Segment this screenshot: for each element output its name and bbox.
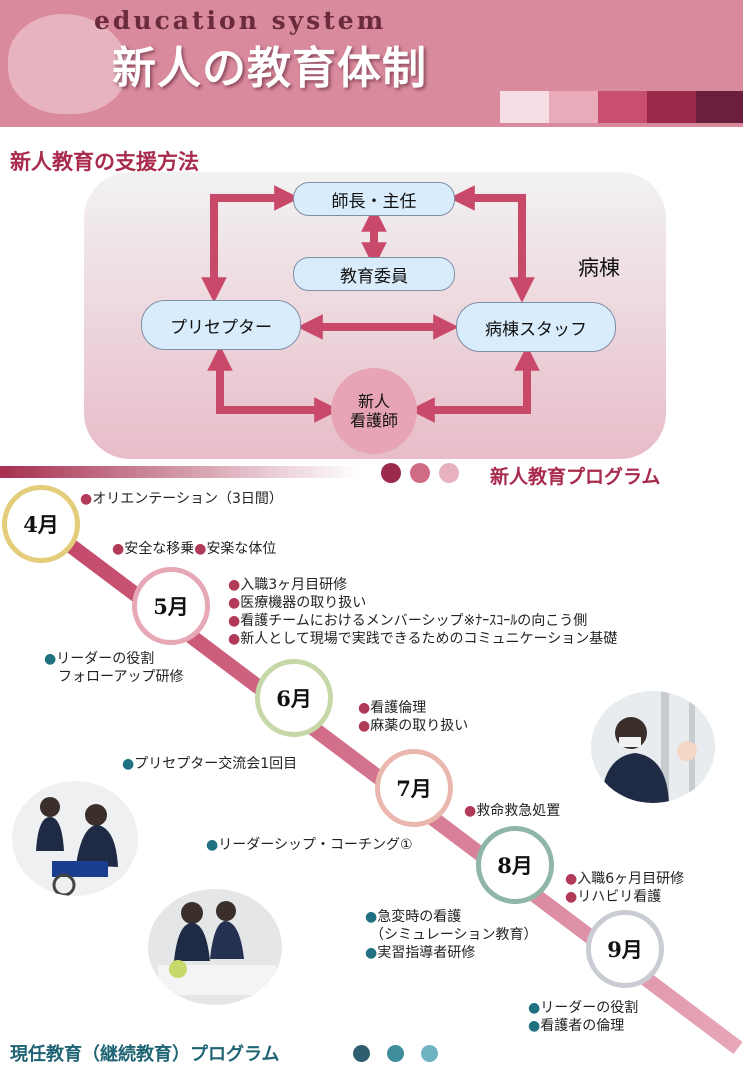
bullet-dot-icon: ●: [206, 837, 219, 853]
bullet-dot-icon: ●: [358, 718, 371, 734]
color-swatch: [696, 91, 743, 123]
ward-label: 病棟: [578, 256, 620, 280]
color-swatch: [549, 91, 598, 123]
bullet-dot-icon: ●: [365, 945, 378, 961]
bullet-dot-icon: ●: [528, 1000, 541, 1016]
circle-dot-icon: [353, 1045, 370, 1062]
list-item: ●救命救急処置: [464, 803, 561, 819]
list-item: ●新人として現場で実践できるためのコミュニケーション基礎: [228, 631, 618, 647]
bullet-dot-icon: ●: [228, 577, 241, 593]
bullet-dot-icon: ●: [565, 871, 578, 887]
support-section-title: 新人教育の支援方法: [10, 150, 199, 174]
box-ward-staff: 病棟スタッフ: [456, 302, 616, 352]
color-swatch: [500, 91, 549, 123]
list-item: ●リハビリ看護: [565, 889, 662, 905]
new-program-title: 新人教育プログラム: [490, 466, 661, 488]
arrow-preceptor-nurse: [207, 345, 340, 423]
decorative-blob: [8, 14, 128, 114]
list-item: ●プリセプター交流会1回目: [122, 756, 298, 772]
list-item: ●麻薬の取り扱い: [358, 718, 469, 734]
new-nurse-circle: 新人 看護師: [331, 368, 417, 454]
list-item: ●オリエンテーション（3日間）: [80, 491, 283, 507]
new-nurse-label-2: 看護師: [349, 411, 398, 430]
list-item: ●リーダーシップ・コーチング①: [206, 837, 413, 853]
color-swatch: [647, 91, 696, 123]
page-title: 新人の教育体制: [112, 43, 427, 94]
month-august: 8月: [476, 826, 554, 904]
month-september: 9月: [586, 910, 664, 988]
month-june: 6月: [255, 659, 333, 737]
circle-dot-icon: [381, 463, 401, 483]
arrow-head-preceptor: [201, 185, 300, 303]
bullet-dot-icon: ●: [194, 541, 207, 557]
circle-dot-icon: [439, 463, 459, 483]
bullet-dot-icon: ●: [228, 631, 241, 647]
list-item: ●急変時の看護: [365, 909, 462, 925]
list-item: ●リーダーの役割: [528, 1000, 639, 1016]
circle-dot-icon: [410, 463, 430, 483]
box-education-committee: 教育委員: [293, 257, 455, 291]
photo-wheelchair-training: [12, 781, 138, 896]
list-item: ●実習指導者研修: [365, 945, 476, 961]
continuing-program-title: 現任教育（継続教育）プログラム: [10, 1044, 280, 1065]
bullet-dot-icon: ●: [122, 756, 135, 772]
bullet-dot-icon: ●: [358, 700, 371, 716]
list-item: ●看護者の倫理: [528, 1018, 625, 1034]
bullet-dot-icon: ●: [80, 491, 93, 507]
bullet-dot-icon: ●: [365, 909, 378, 925]
list-item: フォローアップ研修: [58, 669, 184, 685]
month-may: 5月: [132, 567, 210, 645]
bullet-dot-icon: ●: [228, 595, 241, 611]
circle-dot-icon: [387, 1045, 404, 1062]
bullet-dot-icon: ●: [464, 803, 477, 819]
list-item: ●安全な移乗●安楽な体位: [112, 541, 277, 557]
header-subtitle: education system: [94, 6, 387, 35]
list-item: ●入職6ヶ月目研修: [565, 871, 685, 887]
list-item: ●入職3ヶ月目研修: [228, 577, 348, 593]
list-item: ●医療機器の取り扱い: [228, 595, 367, 611]
new-nurse-label-1: 新人: [357, 391, 390, 411]
support-diagram: [84, 172, 666, 459]
box-preceptor: プリセプター: [141, 300, 301, 350]
arrow-staff-nurse: [409, 345, 540, 423]
circle-dot-icon: [421, 1045, 438, 1062]
bullet-dot-icon: ●: [44, 651, 57, 667]
photo-simulation-training: [148, 889, 282, 1005]
box-head-nurse: 師長・主任: [293, 182, 455, 216]
month-april: 4月: [2, 485, 80, 563]
color-swatch: [598, 91, 647, 123]
bullet-dot-icon: ●: [528, 1018, 541, 1034]
bullet-dot-icon: ●: [112, 541, 125, 557]
program-divider-bar: [0, 466, 360, 478]
bullet-dot-icon: ●: [228, 613, 241, 629]
month-july: 7月: [375, 749, 453, 827]
list-item: ●看護チームにおけるメンバーシップ※ﾅｰｽｺｰﾙの向こう側: [228, 613, 588, 629]
arrow-head-staff: [449, 185, 535, 303]
list-item: ●リーダーの役割: [44, 651, 155, 667]
photo-nurses-iv: [591, 691, 715, 803]
list-item: ●看護倫理: [358, 700, 427, 716]
bullet-dot-icon: ●: [565, 889, 578, 905]
list-item: （シミュレーション教育）: [370, 927, 538, 943]
